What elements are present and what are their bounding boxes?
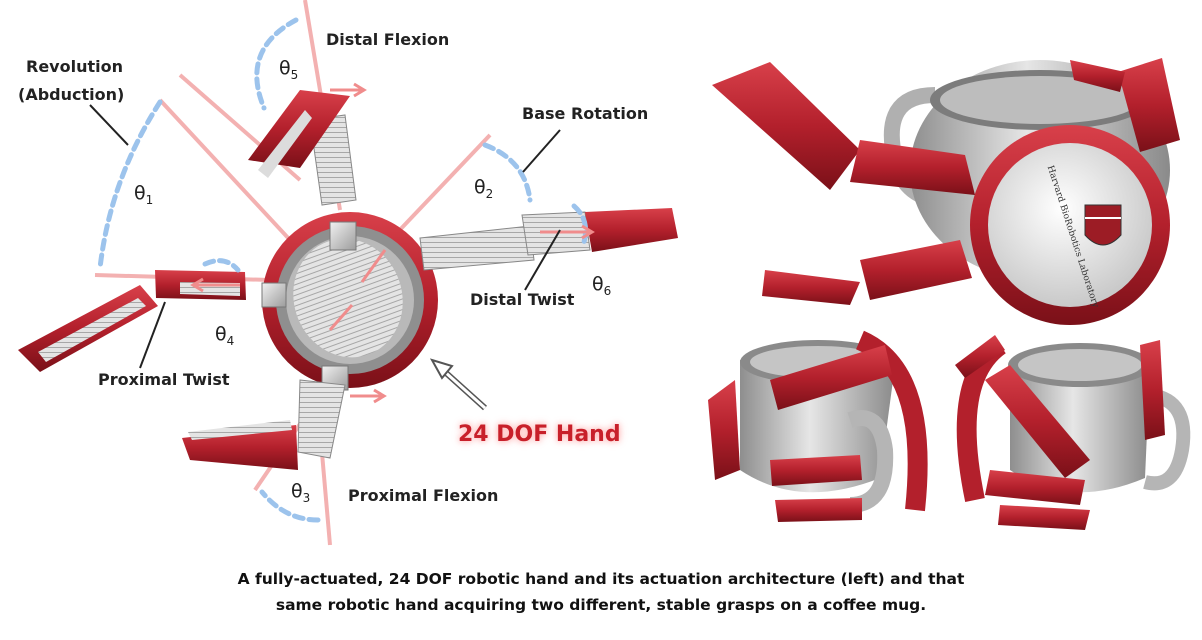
- label-abduction: (Abduction): [18, 85, 125, 104]
- angle-label-theta5: θ5: [279, 57, 299, 82]
- hand-title: 24 DOF Hand: [458, 422, 621, 447]
- finger-left: [18, 270, 287, 372]
- palm-ring: [262, 212, 438, 388]
- angle-label-theta3: θ3: [291, 480, 311, 505]
- label-base-rotation: Base Rotation: [522, 104, 649, 123]
- label-revolution: Revolution: [26, 57, 123, 76]
- hand-architecture-diagram: [18, 0, 678, 546]
- hand-pointer-arrow: [429, 358, 488, 411]
- caption-line-2: same robotic hand acquiring two differen…: [275, 596, 927, 614]
- angle-label-theta1: θ1: [134, 182, 154, 207]
- grasp-view-top: [712, 58, 1180, 325]
- caption-line-1: A fully-actuated, 24 DOF robotic hand an…: [237, 570, 965, 588]
- finger-bottom: [182, 365, 349, 470]
- label-proximal-twist: Proximal Twist: [98, 370, 230, 389]
- finger-top: [248, 90, 357, 251]
- grasp-view-bottom-left: [708, 330, 928, 522]
- label-proximal-flexion: Proximal Flexion: [348, 486, 499, 505]
- direction-arrows: [190, 82, 595, 404]
- leader-lines: [89, 104, 561, 369]
- angle-label-theta2: θ2: [474, 176, 494, 201]
- figure-canvas: [18, 0, 1191, 546]
- finger-right: [419, 208, 678, 271]
- label-distal-twist: Distal Twist: [470, 290, 575, 309]
- angle-label-theta6: θ6: [592, 273, 612, 298]
- grasp-view-bottom-right: [955, 335, 1191, 530]
- figure-caption: A fully-actuated, 24 DOF robotic hand an…: [0, 566, 1202, 618]
- rotation-arrows: [97, 17, 589, 523]
- label-distal-flexion: Distal Flexion: [326, 30, 450, 49]
- harvard-crest-icon: [1084, 204, 1122, 246]
- angle-label-theta4: θ4: [215, 323, 235, 348]
